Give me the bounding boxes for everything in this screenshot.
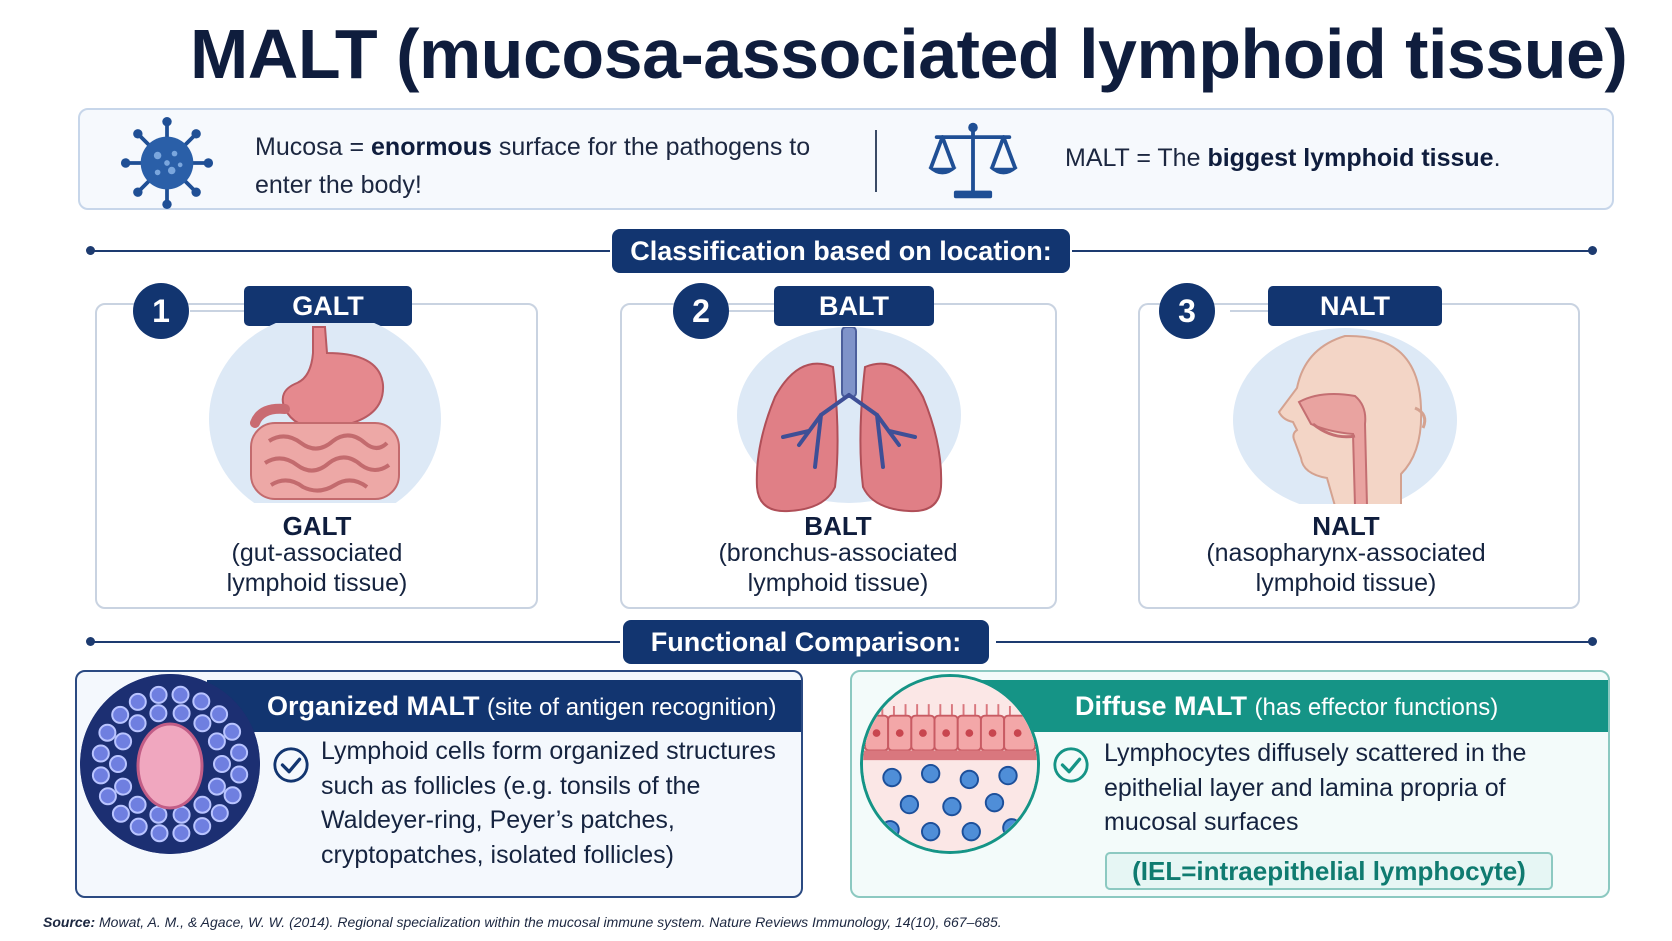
lymphocyte-cell (172, 805, 191, 824)
lymphocyte-cell (128, 795, 147, 814)
epithelium-illustration (860, 674, 1040, 854)
organized-malt-panel: Organized MALT (site of antigen recognit… (75, 670, 803, 898)
card-galt-desc-line1: (gut-associated (231, 539, 403, 567)
card-balt-desc-line1: (bronchus-associated (718, 539, 958, 567)
intro-malt-text: MALT = The biggest lymphoid tissue. (1065, 144, 1501, 172)
lymphocyte-cell (207, 732, 226, 751)
card-connector-line (720, 310, 774, 312)
card-balt-name: BALT (804, 511, 872, 541)
lymphocyte-cell (149, 805, 168, 824)
lymphocyte-cell (98, 787, 117, 806)
lymphocyte-cell (223, 786, 242, 805)
lymphocyte-cell (192, 692, 211, 711)
section-line-dot (1588, 637, 1597, 646)
lymphocyte-cell (111, 804, 130, 823)
diffuse-malt-header: Diffuse MALT (has effector functions) (982, 680, 1608, 732)
badge-number-2: 2 (673, 283, 729, 339)
check-circle-icon (1053, 747, 1089, 783)
lymphocyte-cell (172, 824, 191, 843)
lymphocyte-cell (210, 804, 229, 823)
tag-balt: BALT (774, 286, 934, 326)
lymphocyte-cell (150, 824, 169, 843)
card-balt-desc-line2: lymphoid tissue) (747, 569, 929, 597)
card-nalt-name: NALT (1312, 511, 1380, 541)
lymphocyte-cell (213, 755, 231, 773)
lymphocyte-cell (193, 795, 212, 814)
card-nalt-desc-line2: lymphoid tissue) (1255, 569, 1437, 597)
lymphocyte-cell (109, 755, 127, 773)
section-line-right (996, 641, 1590, 643)
functional-heading: Functional Comparison: (623, 620, 989, 664)
tag-galt: GALT (244, 286, 412, 326)
intro-divider (875, 130, 877, 192)
iel-note: (IEL=intraepithelial lymphocyte) (1105, 852, 1553, 890)
badge-number-1: 1 (133, 283, 189, 339)
follicle-illustration (80, 674, 260, 854)
card-nalt-desc-line1: (nasopharynx-associated (1206, 539, 1486, 567)
lymphocyte-cell (91, 744, 110, 763)
badge-number-3: 3 (1159, 283, 1215, 339)
card-galt-name: GALT (282, 511, 352, 541)
lungs-icon (737, 327, 961, 513)
virus-icon (120, 116, 214, 210)
organized-malt-description: Lymphoid cells form organized structures… (321, 737, 776, 869)
lymphocyte-cell (230, 743, 249, 762)
lymphocyte-cell (114, 777, 133, 796)
lymphocyte-cell (98, 723, 117, 742)
lymphocyte-cell (129, 817, 148, 836)
lymphocyte-cell (207, 777, 226, 796)
organized-malt-header: Organized MALT (site of antigen recognit… (207, 680, 801, 732)
section-line-left (90, 250, 610, 252)
lymphocyte-cell (128, 714, 147, 733)
section-line-left (90, 641, 620, 643)
card-galt-desc-line2: lymphoid tissue) (226, 569, 408, 597)
card-connector-line (1230, 310, 1290, 312)
intro-box: Mucosa = enormous surface for the pathog… (78, 108, 1614, 210)
section-line-right (1072, 250, 1590, 252)
classification-heading: Classification based on location: (612, 229, 1070, 273)
lymphocyte-cell (128, 692, 147, 711)
stomach-intestine-icon (209, 323, 441, 503)
lymphocyte-cell (149, 704, 168, 723)
head-nasopharynx-icon (1233, 328, 1457, 504)
lymphocyte-cell (172, 704, 191, 723)
section-line-dot (1588, 246, 1597, 255)
lymphocyte-cell (114, 732, 133, 751)
intro-mucosa-text: Mucosa = enormous surface for the pathog… (255, 133, 811, 199)
lymphocyte-cell (193, 714, 212, 733)
diffuse-malt-description: Lymphocytes diffusely scattered in the e… (1104, 739, 1527, 836)
lymphocyte-cell (149, 685, 168, 704)
lymphocyte-cell (193, 817, 212, 836)
balance-scale-icon (928, 122, 1018, 199)
lymphocyte-cell (171, 685, 190, 704)
card-connector-line (190, 310, 244, 312)
lymphocyte-cell (210, 705, 229, 724)
diffuse-malt-panel: Diffuse MALT (has effector functions) (850, 670, 1610, 898)
lymphocyte-cell (230, 765, 249, 784)
lymphocyte-cell (223, 722, 242, 741)
lymphocyte-cell (111, 705, 130, 724)
lymphocyte-cell (91, 766, 110, 785)
page-title: MALT (mucosa-associated lymphoid tissue) (190, 15, 1628, 93)
check-circle-icon (273, 747, 309, 783)
tag-nalt: NALT (1268, 286, 1442, 326)
source-citation: Source: Mowat, A. M., & Agace, W. W. (20… (43, 914, 1002, 930)
